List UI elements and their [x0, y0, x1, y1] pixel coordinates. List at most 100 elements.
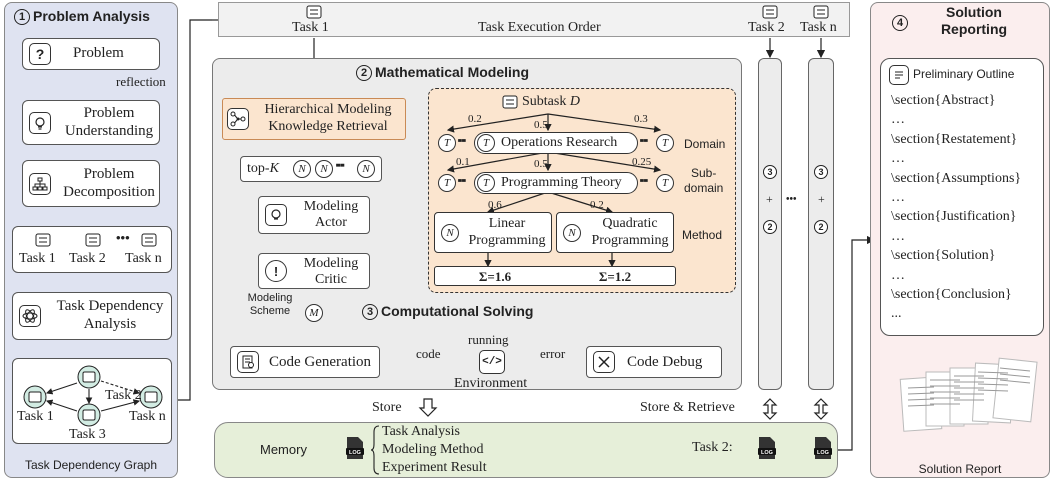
hierarchy-tree-lines — [446, 113, 662, 268]
topk-box: top-K N N ╍ N — [240, 156, 382, 182]
hierarchy-icon — [29, 173, 51, 195]
sum-linear: Σ=1.6 — [478, 269, 512, 284]
tree-dash: ╍ — [458, 173, 466, 188]
svg-text:LOG: LOG — [761, 450, 773, 456]
outline-item: … — [891, 112, 905, 128]
outline-item: … — [891, 151, 905, 167]
tree-dash: ╍ — [640, 173, 648, 188]
network-icon — [227, 108, 249, 130]
domain-weight: 0.2 — [468, 113, 482, 125]
graph-caption: Task Dependency Graph — [24, 458, 158, 472]
execution-order-bar — [218, 2, 850, 37]
graph-task-2: Task 2 — [105, 388, 142, 403]
scheme-node: M — [305, 304, 323, 322]
task-label: Task 1 — [19, 251, 56, 266]
outline-item: \section{Solution} — [891, 248, 996, 264]
dependency-graph — [23, 365, 163, 427]
code-debug-box: Code Debug — [586, 346, 722, 378]
task-icon — [306, 5, 322, 19]
subdomain-level-label: Sub-domain — [684, 166, 724, 195]
reflection-label: reflection — [116, 74, 166, 89]
outline-item: ... — [891, 306, 902, 322]
memory-item: Modeling Method — [382, 442, 484, 457]
memory-item: Task Analysis — [382, 424, 460, 439]
node-circle: N — [563, 224, 581, 242]
outline-item: \section{Assumptions} — [891, 170, 1022, 186]
lightbulb-icon — [29, 112, 51, 134]
node-circle: N — [293, 160, 311, 178]
task-label: Task n — [125, 251, 162, 266]
environment-label: Environment — [454, 376, 528, 391]
method-level-label: Method — [682, 228, 723, 242]
topk-label: top-K — [247, 161, 279, 176]
domain-weight: 0.3 — [634, 113, 648, 125]
task2-step3-bubble: 3 — [763, 165, 777, 179]
memory-task2-label: Task 2: — [692, 440, 733, 455]
solution-report-pages — [899, 357, 1038, 432]
log-file-icon: LOG — [814, 437, 832, 459]
memory-item: Experiment Result — [382, 460, 487, 475]
task-label: Task 2 — [69, 251, 106, 266]
subtask-label: Subtask D — [522, 94, 580, 109]
operations-research-node: T Operations Research — [474, 132, 638, 154]
task2-step2-bubble: 2 — [763, 220, 777, 234]
exec-task-n: Task n — [800, 20, 837, 35]
code-file-icon — [237, 351, 259, 373]
programming-theory-label: Programming Theory — [501, 175, 622, 190]
outline-doc-icon — [889, 65, 909, 85]
memory-brace — [370, 425, 380, 475]
store-label: Store — [372, 400, 402, 415]
graph-task-1: Task 1 — [17, 409, 54, 424]
dependency-graph-box: Task 1 Task 2 Task 3 Task n — [12, 358, 172, 444]
log-file-icon: LOG — [346, 437, 364, 459]
running-label: running — [468, 332, 509, 347]
subdomain-weight: 0.5 — [534, 158, 548, 170]
tree-node: T — [656, 134, 674, 152]
outline-item: \section{Restatement} — [891, 131, 1018, 147]
subtask-icon — [502, 95, 518, 109]
taskn-step2-bubble: 2 — [814, 220, 828, 234]
store-arrow-icon — [418, 398, 438, 417]
question-icon: ? — [29, 43, 51, 65]
code-generation-box: Code Generation — [230, 346, 380, 378]
svg-text:LOG: LOG — [817, 450, 829, 456]
method-weight: 0.6 — [488, 199, 502, 211]
columns-ellipsis: ••• — [786, 194, 797, 205]
store-retrieve-arrow-icon — [813, 398, 829, 420]
operations-research-label: Operations Research — [501, 135, 618, 150]
exec-task-2: Task 2 — [748, 20, 785, 35]
error-label: error — [540, 346, 566, 361]
outline-item: … — [891, 190, 905, 206]
svg-text:LOG: LOG — [349, 450, 361, 456]
tree-node: T — [477, 134, 495, 152]
tree-dash: ╍ — [640, 133, 648, 148]
node-circle: N — [315, 160, 333, 178]
topk-dash: ╍ — [336, 159, 345, 174]
subdomain-weight: 0.25 — [632, 156, 652, 168]
outline-item: \section{Conclusion} — [891, 287, 1012, 303]
outline-list: \section{Abstract} … \section{Restatemen… — [891, 91, 1021, 324]
tree-node: T — [438, 134, 456, 152]
code-brackets-icon: </> — [479, 350, 505, 374]
problem-box: ? Problem — [22, 38, 160, 70]
node-circle: N — [441, 224, 459, 242]
atom-icon — [19, 305, 41, 327]
programming-theory-node: T Programming Theory — [474, 172, 638, 194]
memory-panel — [214, 422, 838, 478]
task-icon — [85, 233, 101, 247]
